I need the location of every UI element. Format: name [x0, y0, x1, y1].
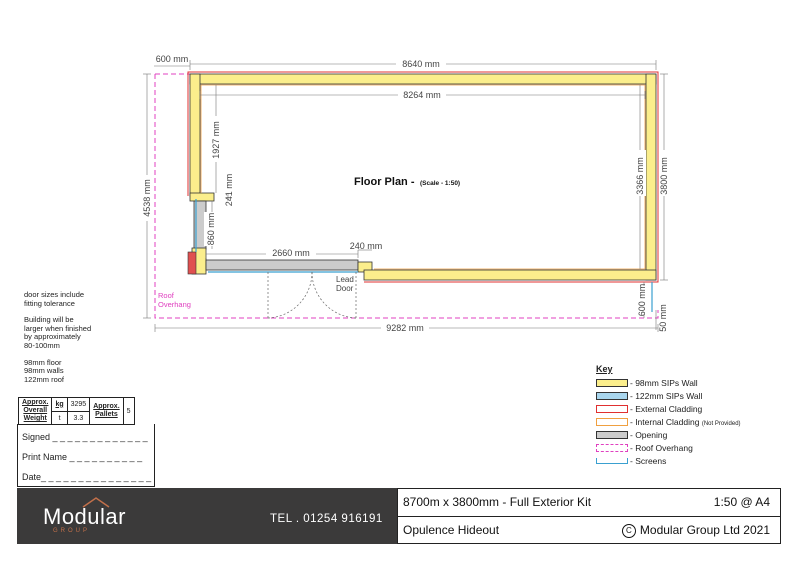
- legend-label: - Internal Cladding (Not Provided): [630, 416, 741, 427]
- dim-wall-step: 241 mm: [224, 174, 234, 207]
- legend-swatch: [596, 378, 628, 387]
- note-line: 122mm roof: [24, 374, 65, 384]
- copyright-icon: C: [621, 524, 636, 538]
- legend-label: - 98mm SIPs Wall: [630, 377, 698, 388]
- roof-label: Roof: [158, 291, 175, 300]
- legend-swatch: [596, 430, 628, 439]
- legend: Key - 98mm SIPs Wall - 122mm SIPs Wall - E…: [596, 364, 772, 467]
- plan-scale: (Scale - 1:50): [420, 180, 460, 187]
- notes: door sizes include fitting tolerance Bui…: [24, 290, 92, 384]
- dim-overhang-left: 600 mm: [156, 54, 189, 64]
- wall-top: [189, 73, 657, 85]
- roof-overhang-outline: [154, 74, 659, 319]
- wall-right: [645, 73, 657, 281]
- note-line: 98mm floor: [24, 357, 62, 367]
- note-line: 98mm walls: [24, 366, 64, 376]
- opening-front: [205, 259, 359, 271]
- wall-left-upper: [189, 73, 201, 197]
- legend-title: Key: [596, 364, 613, 374]
- dim-wall-upper: 1927 mm: [211, 121, 221, 159]
- legend-item: - Internal Cladding (Not Provided): [596, 415, 772, 428]
- footer-brand: Modular GROUP TEL . 01254 916191: [17, 488, 397, 544]
- note-line: 80-100mm: [24, 340, 60, 350]
- dim-depth: 3800 mm: [659, 157, 669, 195]
- legend-swatch: [596, 443, 628, 452]
- dim-opening-front: 2660 mm: [272, 248, 310, 258]
- dim-overhang-right: 600 mm: [637, 284, 647, 317]
- signature-box: Signed _ _ _ _ _ _ _ _ _ _ _ _ _ Print N…: [17, 424, 155, 487]
- dim-internal-width: 8264 mm: [403, 90, 441, 100]
- legend-label: - External Cladding: [630, 403, 703, 414]
- value-t: 3.3: [66, 411, 91, 425]
- dim-internal-depth: 3366 mm: [635, 157, 645, 195]
- legend-item: - 98mm SIPs Wall: [596, 376, 772, 389]
- date-line[interactable]: Date_ _ _ _ _ _ _ _ _ _ _ _ _ _ _: [22, 472, 152, 482]
- floor-plan-drawing: 8640 mm 8264 mm 600 mm 4538 mm 3800 mm 3…: [140, 54, 671, 333]
- legend-label: - 122mm SIPs Wall: [630, 390, 703, 401]
- legend-label: - Roof Overhang: [630, 442, 693, 453]
- print-name-line[interactable]: Print Name _ _ _ _ _ _ _ _ _ _: [22, 452, 143, 462]
- wall-bottom: [363, 269, 657, 281]
- note-line: fitting tolerance: [24, 298, 75, 308]
- lead-label: Lead: [336, 275, 354, 284]
- wall-left-step: [189, 192, 215, 202]
- project-name: Opulence Hideout: [403, 523, 500, 537]
- note-line: door sizes include: [24, 290, 85, 299]
- note-line: Building will be: [24, 315, 74, 325]
- print-scale: 1:50 @ A4: [713, 495, 770, 509]
- company-logo: Modular: [43, 504, 126, 529]
- legend-swatch: [596, 404, 628, 413]
- roof-logo-icon: [82, 497, 110, 508]
- dim-opening-side: 860 mm: [206, 213, 216, 246]
- unit-t: t: [51, 411, 68, 425]
- signed-line[interactable]: Signed _ _ _ _ _ _ _ _ _ _ _ _ _: [22, 432, 148, 442]
- value-kg: 3295: [66, 396, 91, 413]
- title-block: 8700m x 3800mm - Full Exterior Kit 1:50 …: [397, 488, 781, 544]
- kit-title: 8700m x 3800mm - Full Exterior Kit: [403, 495, 592, 509]
- legend-swatch: [596, 417, 628, 426]
- overhang-label: Overhang: [158, 300, 191, 309]
- legend-label: - Opening: [630, 429, 668, 440]
- door-label: Door: [336, 284, 354, 293]
- internal-cladding: [200, 84, 646, 270]
- legend-label: - Screens: [630, 455, 667, 466]
- legend-item: - Opening: [596, 428, 772, 441]
- pallets-value: 5: [122, 397, 135, 425]
- company-logo-sub: GROUP: [53, 528, 91, 534]
- legend-swatch: [596, 457, 628, 464]
- external-cladding: [187, 71, 659, 283]
- pallets-label: Approx.Pallets: [89, 397, 124, 425]
- legend-item: - 122mm SIPs Wall: [596, 389, 772, 402]
- telephone: TEL . 01254 916191: [270, 513, 383, 525]
- dim-return-wall: 240 mm: [350, 241, 383, 251]
- wall-left-corner: [187, 251, 197, 275]
- double-door: [267, 271, 357, 319]
- dim-overall-width: 8640 mm: [402, 59, 440, 69]
- legend-swatch: [596, 391, 628, 400]
- note-line: by approximately: [24, 332, 81, 342]
- legend-item: - Roof Overhang: [596, 441, 772, 454]
- legend-item: - Screens: [596, 454, 772, 467]
- unit-kg: kg: [51, 396, 68, 413]
- dim-screen-gap: 50 mm: [658, 304, 668, 332]
- plan-title: Floor Plan -: [354, 176, 415, 188]
- note-line: larger when finished: [24, 323, 92, 333]
- legend-item: - External Cladding: [596, 402, 772, 415]
- dim-overall-depth: 4538 mm: [142, 179, 152, 217]
- dim-total-width: 9282 mm: [386, 323, 424, 333]
